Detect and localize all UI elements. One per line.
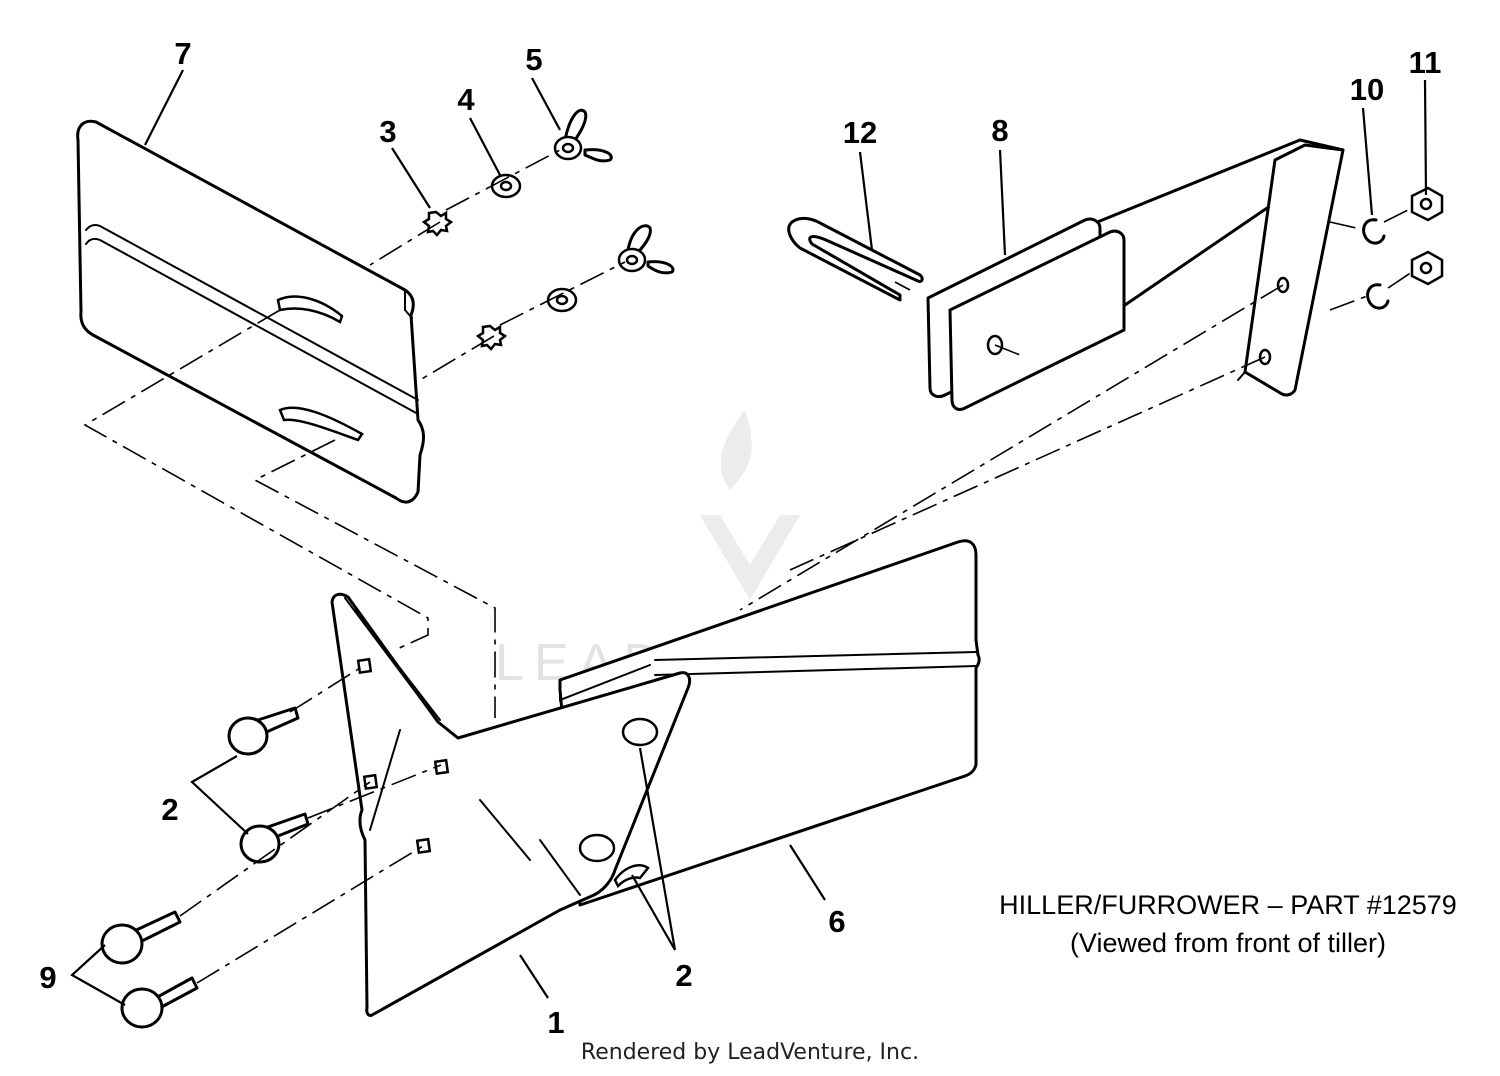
star-washer-part-3 bbox=[421, 210, 508, 351]
hex-nut-part-11 bbox=[1410, 186, 1444, 286]
callout-8: 8 bbox=[991, 113, 1008, 148]
callout-2-holes: 2 bbox=[675, 958, 692, 993]
long-bolt-part-9 bbox=[100, 910, 199, 1029]
callout-12: 12 bbox=[843, 115, 877, 150]
footer-credit: Rendered by LeadVenture, Inc. bbox=[580, 1040, 920, 1065]
leader-lines bbox=[70, 69, 1428, 1006]
assembly-lines bbox=[83, 149, 1413, 984]
callout-5: 5 bbox=[525, 42, 542, 77]
callout-10: 10 bbox=[1350, 72, 1384, 107]
callout-6: 6 bbox=[828, 904, 845, 939]
callout-labels: 7 5 4 3 12 8 10 11 2 2 9 1 6 bbox=[39, 36, 1441, 1040]
diagram-title: HILLER/FURROWER – PART #12579 (Viewed fr… bbox=[999, 890, 1457, 958]
callout-9: 9 bbox=[39, 960, 56, 995]
wing-nut-part-5 bbox=[553, 108, 675, 275]
mounting-bracket-part-8 bbox=[926, 138, 1345, 411]
flat-washer-part-4 bbox=[490, 173, 578, 313]
callout-4: 4 bbox=[457, 82, 475, 117]
callout-7: 7 bbox=[174, 36, 191, 71]
moldboard-part-1 bbox=[330, 592, 692, 1017]
title-line-1: HILLER/FURROWER – PART #12579 bbox=[999, 890, 1457, 920]
carriage-bolt-part-2 bbox=[227, 706, 310, 864]
hairpin-pin-part-12 bbox=[787, 216, 924, 302]
title-line-2: (Viewed from front of tiller) bbox=[1070, 928, 1386, 958]
wing-plate-part-7 bbox=[76, 119, 425, 504]
callout-2-bolts: 2 bbox=[161, 792, 178, 827]
furrower-body-part-6 bbox=[558, 539, 981, 907]
callout-11: 11 bbox=[1409, 45, 1442, 80]
split-washer-part-10 bbox=[1362, 218, 1390, 310]
callout-1: 1 bbox=[547, 1005, 564, 1040]
callout-3: 3 bbox=[379, 114, 396, 149]
